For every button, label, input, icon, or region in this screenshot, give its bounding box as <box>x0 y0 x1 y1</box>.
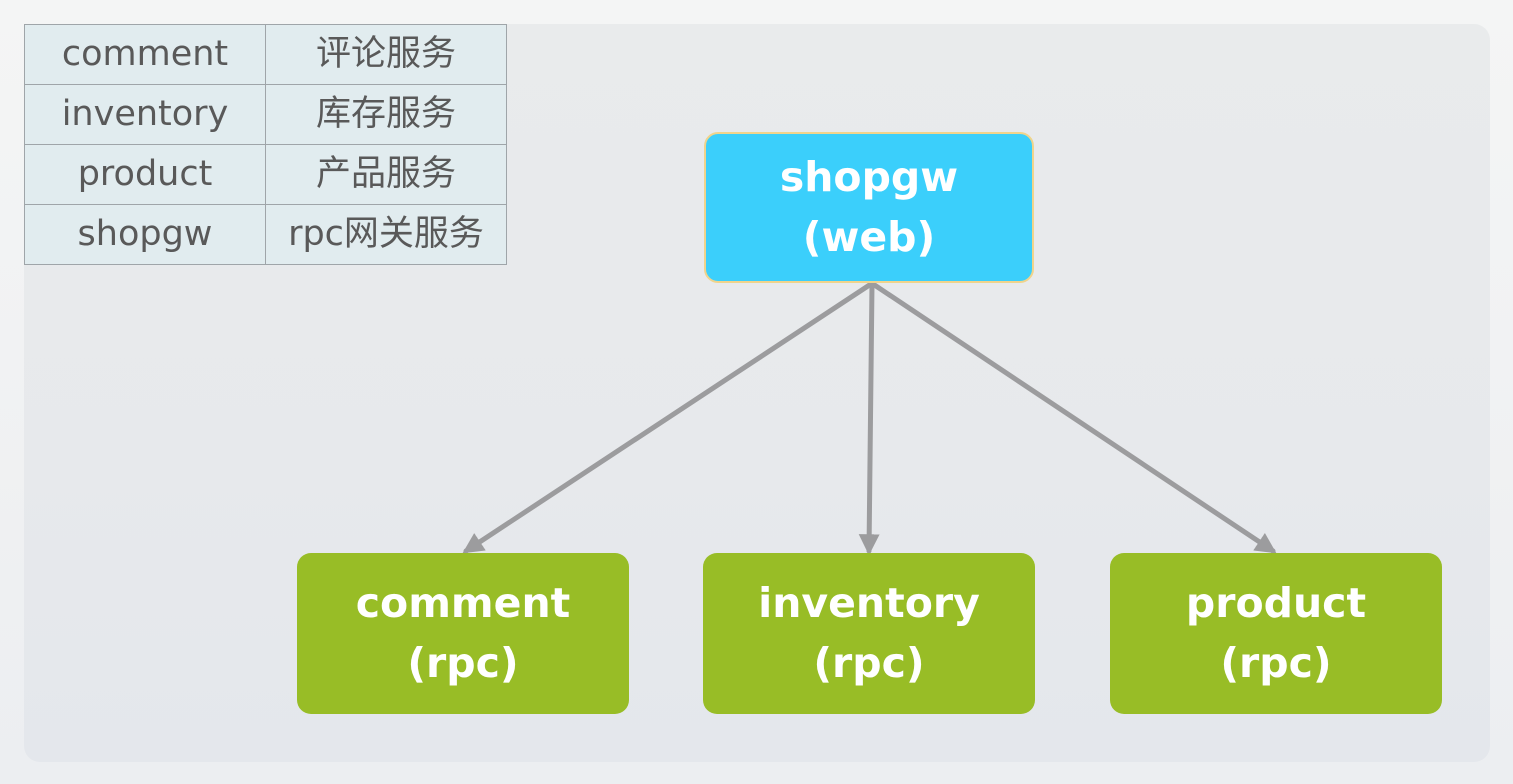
node-title: inventory <box>758 579 980 628</box>
edge-shopgw-to-inventory <box>858 281 880 556</box>
legend-service-description: 库存服务 <box>265 84 507 145</box>
legend-service-description: 产品服务 <box>265 144 507 205</box>
legend-row-inventory: inventory 库存服务 <box>24 84 507 145</box>
node-inventory-rpc: inventory (rpc) <box>703 553 1035 714</box>
edge-shopgw-to-product <box>870 281 1277 554</box>
legend-service-name: product <box>24 144 266 205</box>
node-type: (web) <box>802 212 936 261</box>
legend-service-name: inventory <box>24 84 266 145</box>
legend-service-description: rpc网关服务 <box>265 204 507 265</box>
node-shopgw-web: shopgw (web) <box>704 132 1034 283</box>
legend-service-name: shopgw <box>24 204 266 265</box>
legend-service-description: 评论服务 <box>265 24 507 85</box>
node-comment-rpc: comment (rpc) <box>297 553 629 714</box>
node-type: (rpc) <box>813 638 925 687</box>
edge-shopgw-to-comment <box>462 281 874 554</box>
node-type: (rpc) <box>1220 638 1332 687</box>
legend-row-product: product 产品服务 <box>24 144 507 205</box>
node-product-rpc: product (rpc) <box>1110 553 1442 714</box>
node-title: shopgw <box>779 153 959 202</box>
legend-row-comment: comment 评论服务 <box>24 24 507 85</box>
service-legend-table: comment 评论服务 inventory 库存服务 product 产品服务… <box>24 24 507 265</box>
node-title: product <box>1185 579 1367 628</box>
legend-row-shopgw: shopgw rpc网关服务 <box>24 204 507 265</box>
node-title: comment <box>355 579 571 628</box>
legend-service-name: comment <box>24 24 266 85</box>
node-type: (rpc) <box>407 638 519 687</box>
